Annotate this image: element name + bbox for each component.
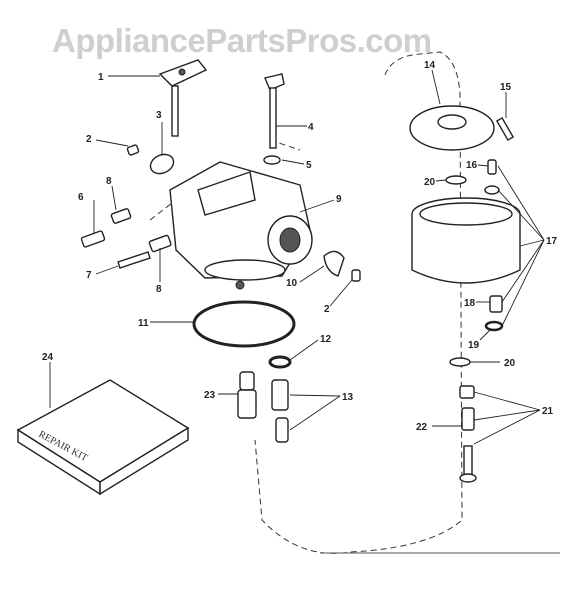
callout-22: 22: [416, 422, 428, 433]
callout-10: 10: [286, 278, 298, 289]
callout-8b: 8: [156, 284, 162, 295]
callout-12: 12: [320, 334, 332, 345]
part-repair-kit: REPAIR KIT: [16, 379, 190, 496]
part-washer-lower: [449, 357, 471, 367]
callout-14: 14: [424, 60, 436, 71]
callout-19: 19: [468, 340, 480, 351]
callout-20b: 20: [504, 358, 516, 369]
callout-21: 21: [542, 406, 554, 417]
part-carburetor-body: [169, 161, 313, 290]
part-float: [409, 105, 495, 151]
callout-7: 7: [86, 270, 92, 281]
callout-18: 18: [464, 298, 476, 309]
callout-9: 9: [336, 194, 342, 205]
part-bowl-gasket: [192, 300, 296, 348]
part-fitting-upper: [110, 208, 132, 224]
callout-3: 3: [156, 110, 162, 121]
callout-1: 1: [98, 72, 104, 83]
part-nozzle: [237, 371, 257, 419]
callout-6: 6: [78, 192, 84, 203]
callouts: 1 2 3 4 5 6 7 8 8 9 10 2 11 12 13 14 15 …: [42, 60, 558, 433]
leader-lines: [49, 69, 545, 445]
watermark: AppliancePartsPros.com: [52, 22, 432, 59]
callout-5: 5: [306, 160, 312, 171]
callout-24: 24: [42, 352, 54, 363]
part-idle-screw: [80, 230, 106, 248]
part-choke-plate: [323, 250, 345, 277]
part-spring: [489, 295, 503, 313]
callout-11: 11: [138, 318, 149, 329]
callout-13: 13: [342, 392, 354, 403]
part-jets: [271, 379, 289, 443]
callout-15: 15: [500, 82, 512, 93]
part-seal: [263, 155, 281, 165]
part-idle-needle: [117, 251, 151, 269]
callout-17: 17: [546, 236, 558, 247]
callout-2b: 2: [324, 304, 330, 315]
part-throttle-shaft: [158, 59, 208, 137]
part-screw-top: [126, 144, 140, 156]
part-bowl-screw: [487, 159, 497, 175]
callout-20a: 20: [424, 177, 436, 188]
float-bowl-assembly-outline: [254, 51, 463, 554]
part-screw-bottom: [351, 269, 361, 282]
part-bowl-washer: [484, 185, 500, 195]
callout-4: 4: [308, 122, 314, 133]
part-choke-shaft: [264, 73, 285, 149]
callout-23: 23: [204, 390, 216, 401]
part-washer: [268, 355, 292, 369]
part-o-ring: [484, 320, 504, 332]
part-drain-assembly: [459, 385, 477, 483]
part-fitting-lower: [148, 234, 172, 253]
part-washer-upper: [445, 175, 467, 185]
part-float-bowl: [411, 197, 521, 284]
part-throttle-plate: [149, 153, 175, 175]
callout-16: 16: [466, 160, 478, 171]
part-float-pin: [495, 117, 515, 141]
callout-2: 2: [86, 134, 92, 145]
callout-8a: 8: [106, 176, 112, 187]
